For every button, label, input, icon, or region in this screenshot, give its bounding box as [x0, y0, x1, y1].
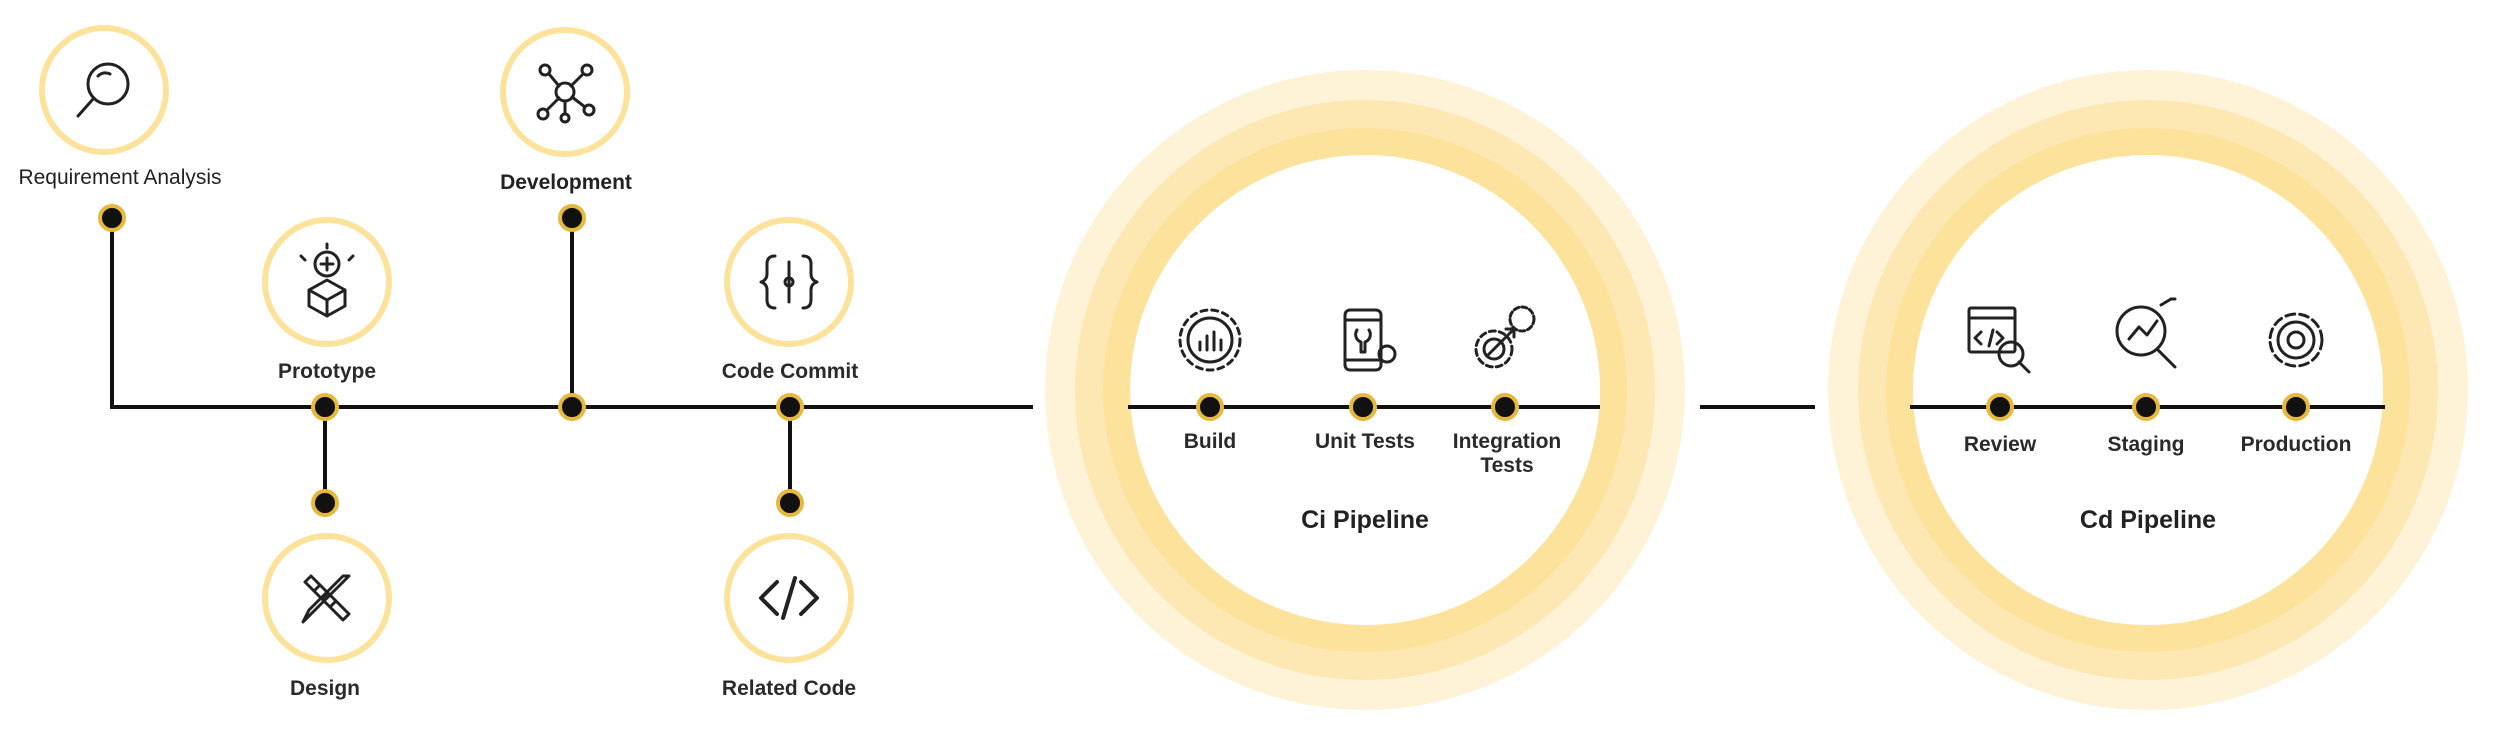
- development-ring: [500, 27, 630, 157]
- requirement-analysis-ring: [39, 25, 169, 155]
- mobile-wrench-icon: [1343, 308, 1397, 372]
- cd-step-label-review: Review: [1963, 433, 2037, 456]
- requirement-analysis-label: Requirement Analysis: [18, 166, 222, 189]
- ci-step-label-build: Build: [1183, 430, 1237, 453]
- node-unit-tests: [1349, 393, 1377, 421]
- node-review: [1986, 393, 2014, 421]
- node-development-top: [558, 204, 586, 232]
- magnifier-icon: [76, 62, 130, 118]
- code-window-search-icon: [1967, 306, 2031, 374]
- timeline-nodes: [98, 204, 2310, 517]
- prototype-ring: [262, 217, 392, 347]
- node-design: [311, 489, 339, 517]
- node-requirement-analysis: [98, 204, 126, 232]
- cd-step-label-production: Production: [2240, 433, 2352, 456]
- cd-pipeline-ring: [1828, 70, 2468, 710]
- cog-icon: [2268, 312, 2324, 368]
- code-tag-icon: [759, 576, 819, 620]
- analytics-magnifier-icon: [2115, 297, 2177, 369]
- pencil-ruler-icon: [301, 574, 351, 624]
- related-code-label: Related Code: [721, 677, 857, 700]
- design-label: Design: [289, 677, 361, 700]
- node-development: [558, 393, 586, 421]
- network-hub-icon: [536, 63, 596, 124]
- ci-pipeline-title: Ci Pipeline: [1301, 506, 1429, 534]
- node-production: [2282, 393, 2310, 421]
- stage-icon-rings: [39, 25, 854, 663]
- node-related-code: [776, 489, 804, 517]
- cd-step-label-staging: Staging: [2107, 433, 2185, 456]
- gears-arrow-icon: [1474, 305, 1536, 369]
- node-staging: [2132, 393, 2160, 421]
- node-prototype: [311, 393, 339, 421]
- prototype-box-icon: [299, 242, 355, 318]
- prototype-label: Prototype: [277, 360, 377, 383]
- build-gear-chart-icon: [1178, 308, 1242, 372]
- code-commit-label: Code Commit: [721, 360, 859, 383]
- node-build: [1196, 393, 1224, 421]
- node-code-commit: [776, 393, 804, 421]
- ci-step-label-unit-tests: Unit Tests: [1315, 430, 1415, 453]
- development-label: Development: [500, 171, 632, 194]
- curly-braces-icon: [759, 254, 819, 310]
- main-timeline-line-left: [110, 218, 1033, 409]
- ci-step-label-integration-tests: Integration Tests: [1452, 430, 1562, 477]
- ci-pipeline-ring: [1045, 70, 1685, 710]
- cd-pipeline-title: Cd Pipeline: [2079, 506, 2217, 534]
- node-integration-tests: [1491, 393, 1519, 421]
